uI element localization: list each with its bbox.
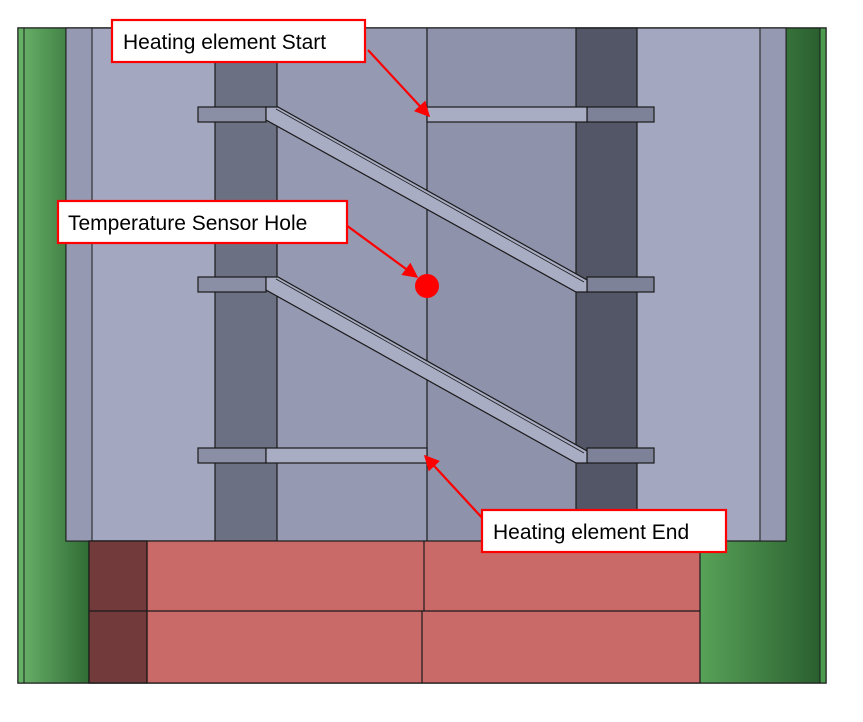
callout-heating-start: Heating element Start (110, 18, 367, 64)
arrow-heating-start (367, 49, 431, 118)
coil-start-segment (426, 106, 588, 123)
ledge-left-top (197, 106, 267, 123)
arrow-sensor-hole (345, 224, 419, 278)
callout-sensor-hole: Temperature Sensor Hole (56, 199, 349, 245)
ledge-right-mid (586, 276, 655, 293)
label-heating-end: Heating element End (493, 521, 689, 544)
callout-heating-end: Heating element End (480, 508, 728, 554)
ledge-right-bottom (586, 447, 655, 464)
red-dot-icon (415, 274, 439, 298)
label-sensor-hole: Temperature Sensor Hole (68, 212, 307, 235)
coil-diagonal-lower (265, 276, 588, 464)
label-heating-start: Heating element Start (123, 31, 326, 54)
base-block-dark (88, 540, 148, 684)
ledge-right-top (586, 106, 655, 123)
heating-element (197, 106, 655, 464)
ledge-left-mid (197, 276, 267, 293)
base-blocks (88, 540, 701, 684)
coil-diagonal-upper (265, 106, 588, 293)
arrow-heating-end (423, 454, 486, 522)
annotation-arrows (345, 49, 486, 522)
coil-end-segment (265, 447, 428, 464)
ledge-left-bottom (197, 447, 267, 464)
